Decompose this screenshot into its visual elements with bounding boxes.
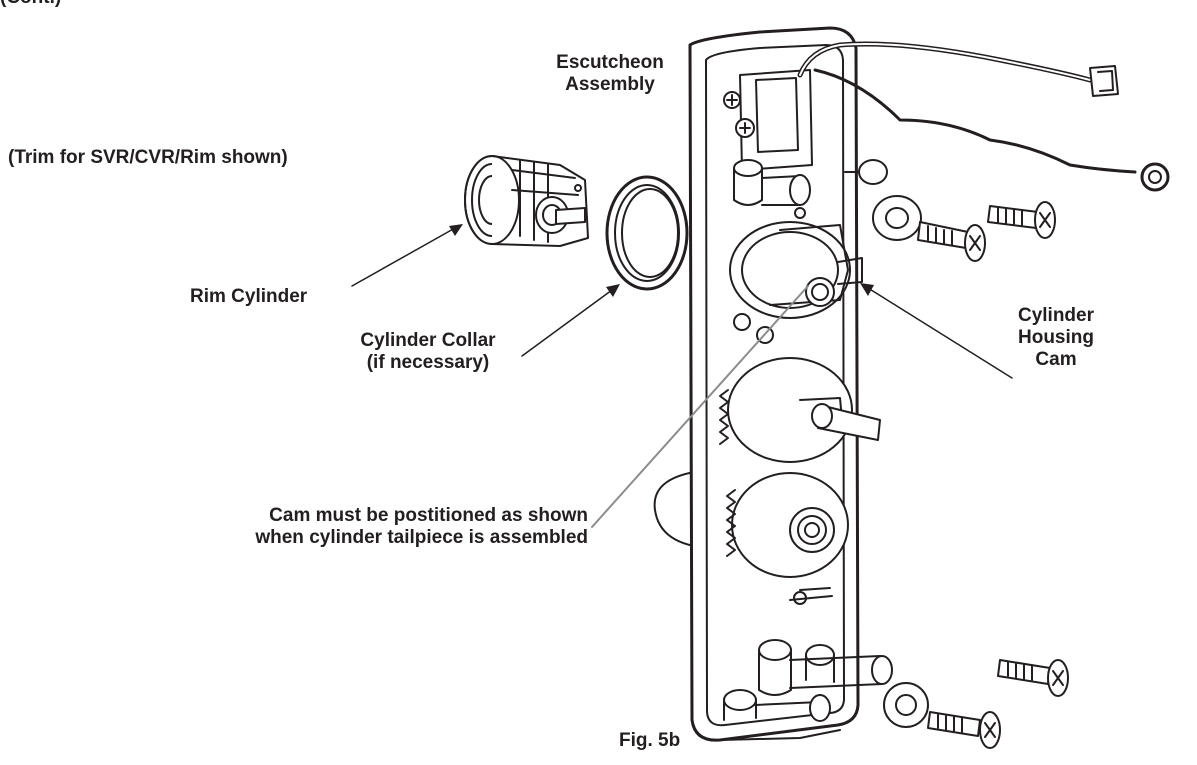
- rim-cylinder-leader: [351, 224, 463, 287]
- lower-screw-set: [883, 659, 1069, 749]
- cylinder-collar-label: Cylinder Collar (if necessary): [360, 330, 496, 373]
- escutcheon-plate: [688, 26, 893, 742]
- upper-screw-set: [872, 195, 1056, 262]
- cylinder-collar-part: [605, 175, 689, 291]
- cam-position-note: Cam must be postitioned as shown when cy…: [255, 505, 588, 548]
- trim-note: (Trim for SVR/CVR/Rim shown): [8, 147, 288, 168]
- escutcheon-assembly-label: Escutcheon Assembly: [556, 52, 664, 95]
- cylinder-housing-cam-label: Cylinder Housing Cam: [1017, 305, 1095, 370]
- rim-cylinder-part: [464, 155, 589, 247]
- figure-caption: Fig. 5b: [619, 730, 681, 751]
- rim-cylinder-label: Rim Cylinder: [190, 286, 308, 307]
- header-fragment: (Cont.): [0, 0, 61, 9]
- cylinder-collar-leader: [521, 284, 620, 357]
- cylinder-housing-cam-leader: [860, 283, 1013, 379]
- wire-harness: [797, 41, 1170, 192]
- cam-note-leader: [591, 285, 809, 528]
